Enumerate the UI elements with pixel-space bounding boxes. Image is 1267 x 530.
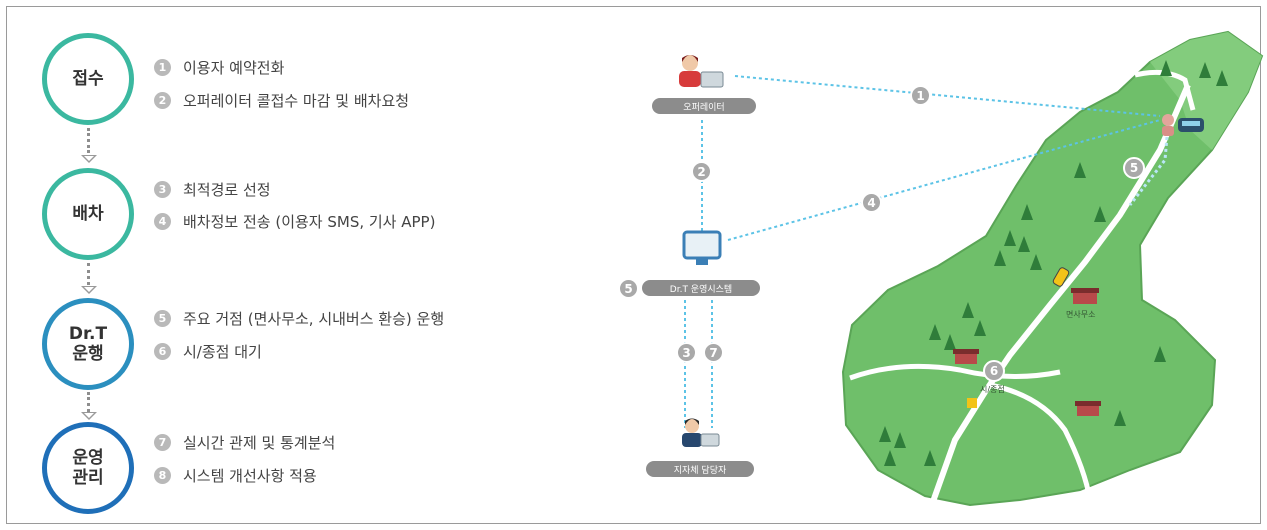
step-text: 주요 거점 (면사무소, 시내버스 환승) 운행 [183, 309, 445, 328]
stage-management: 운영 관리 [42, 422, 134, 514]
map-badge-pickup: 5 [1123, 157, 1145, 179]
stage-label-line2: 관리 [72, 468, 104, 488]
system-label: Dr.T 운영시스템 [642, 280, 760, 296]
pickup-route [1128, 124, 1170, 206]
step-8: 8 시스템 개선사항 적용 [154, 463, 317, 487]
terminal-label: 시/종점 [980, 385, 1005, 394]
step-number: 1 [154, 58, 171, 76]
stage-label-line1: Dr.T [68, 324, 108, 344]
step-1: 1 이용자 예약전화 [154, 55, 284, 79]
step-number: 3 [154, 180, 171, 198]
step-number: 7 [154, 433, 171, 451]
flow-connector [87, 128, 90, 153]
operator-hair [682, 55, 698, 62]
link-badge-system: 5 [618, 278, 639, 299]
stage-label-line2: 운행 [72, 344, 104, 364]
office-label: 면사무소 [1066, 310, 1096, 319]
stage-label: 접수 [72, 69, 104, 89]
link-badge-3: 3 [676, 342, 697, 363]
manager-head [685, 419, 699, 433]
map-badge-terminal: 6 [983, 360, 1005, 382]
manager-laptop [700, 433, 720, 447]
link-badge-7: 7 [703, 342, 724, 363]
road-main [927, 83, 1191, 512]
link-badge-2: 2 [691, 161, 712, 182]
flow-arrow [81, 155, 97, 163]
operator-head [682, 55, 698, 71]
step-text: 오퍼레이터 콜접수 마감 및 배차요청 [183, 91, 410, 110]
road-branch [989, 382, 1093, 501]
flow-connector [87, 392, 90, 412]
step-6: 6 시/종점 대기 [154, 339, 262, 363]
stage-dispatch: 배차 [42, 168, 134, 260]
stage-label-line1: 운영 [72, 448, 104, 468]
step-number: 6 [154, 342, 171, 360]
manager-hair [685, 418, 699, 425]
link-badge-1: 1 [910, 85, 931, 106]
flow-connector [87, 263, 90, 285]
step-text: 최적경로 선정 [183, 180, 271, 199]
user-icon [1162, 114, 1174, 126]
operator-laptop [700, 71, 724, 88]
flow-arrow [81, 286, 97, 294]
user-body [1162, 126, 1174, 136]
bus-window [1182, 121, 1200, 126]
link-badge-4: 4 [861, 192, 882, 213]
taxi-icon [1052, 267, 1070, 287]
step-4: 4 배차정보 전송 (이용자 SMS, 기사 APP) [154, 209, 435, 233]
step-3: 3 최적경로 선정 [154, 177, 271, 201]
step-number: 4 [154, 212, 171, 230]
step-text: 실시간 관제 및 통계분석 [183, 433, 336, 452]
tree-icons [879, 60, 1228, 466]
step-number: 5 [154, 309, 171, 327]
stage-drt-operation: Dr.T 운행 [42, 298, 134, 390]
manager-label: 지자체 담당자 [646, 461, 754, 477]
step-5: 5 주요 거점 (면사무소, 시내버스 환승) 운행 [154, 306, 444, 330]
stage-reception: 접수 [42, 33, 134, 125]
step-text: 이용자 예약전화 [183, 58, 285, 77]
system-monitor-stand [696, 259, 708, 265]
step-text: 배차정보 전송 (이용자 SMS, 기사 APP) [183, 212, 436, 231]
step-number: 8 [154, 466, 171, 484]
step-2: 2 오퍼레이터 콜접수 마감 및 배차요청 [154, 88, 409, 112]
operator-body [679, 71, 701, 87]
bus-stop-icon [967, 398, 977, 408]
step-7: 7 실시간 관제 및 통계분석 [154, 430, 335, 454]
road-branch [849, 363, 1061, 381]
system-monitor [682, 230, 722, 260]
manager-body [682, 433, 702, 447]
operator-label: 오퍼레이터 [652, 98, 756, 114]
flow-arrow [81, 412, 97, 420]
step-text: 시스템 개선사항 적용 [183, 466, 317, 485]
building-icons [953, 288, 1101, 416]
step-text: 시/종점 대기 [183, 342, 262, 361]
step-number: 2 [154, 91, 171, 109]
map-highlight [1150, 32, 1262, 150]
stage-label: 배차 [72, 204, 104, 224]
